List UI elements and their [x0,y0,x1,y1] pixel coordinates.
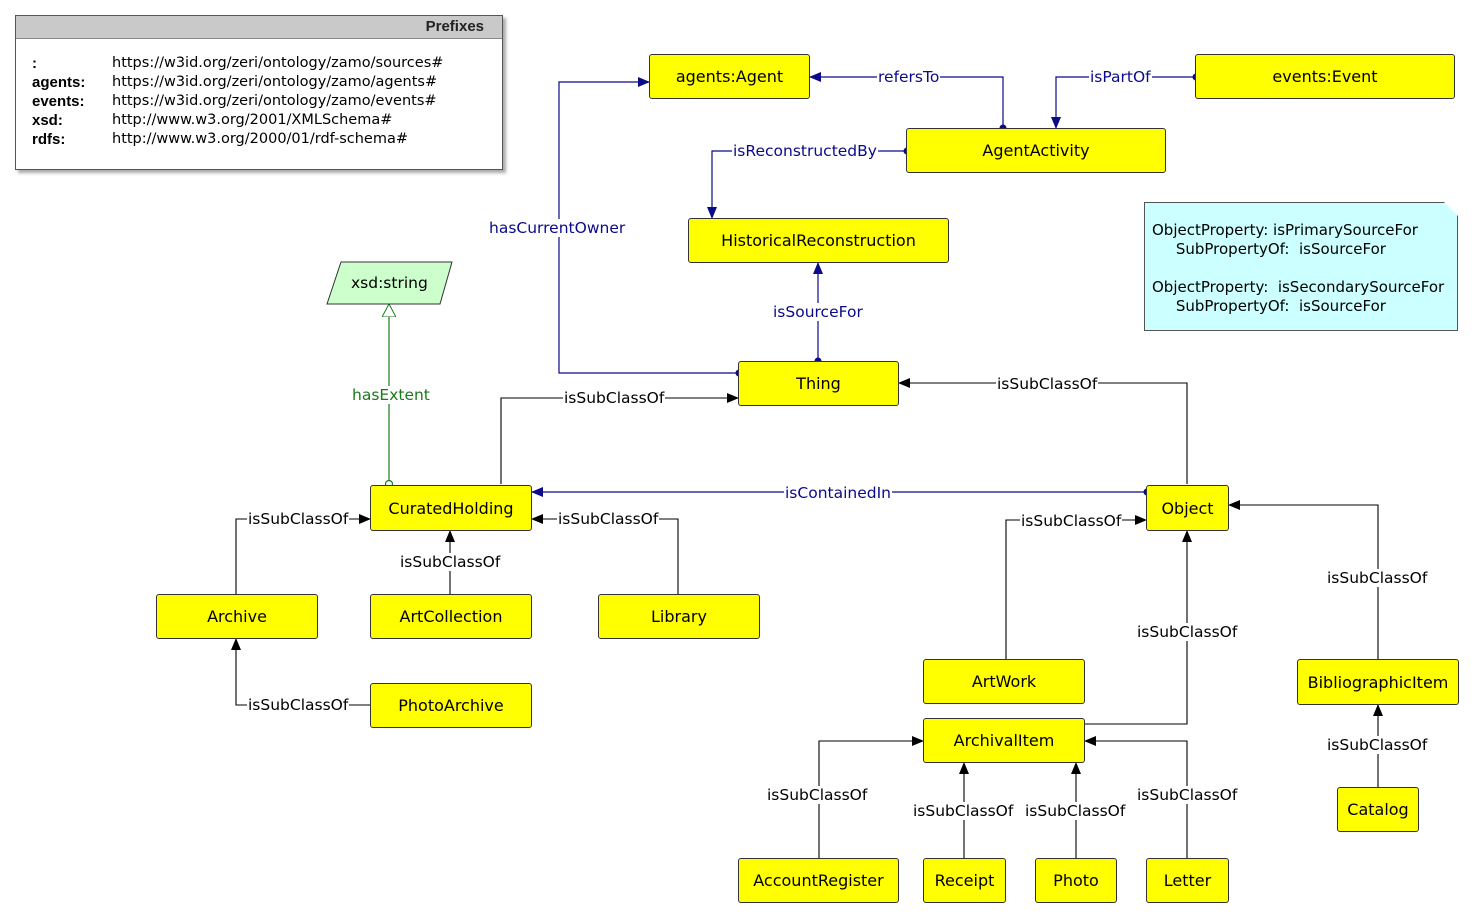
class-agent-activity[interactable]: AgentActivity [906,128,1166,173]
class-object[interactable]: Object [1146,485,1229,531]
xsd-string-shape [326,261,453,305]
edge-bibliographicitem-object [1228,500,1379,659]
label-subclass: isSubClassOf [557,510,660,528]
prefix-uri: http://www.w3.org/2000/01/rdf-schema# [112,131,409,147]
edge-artwork-object [1005,515,1147,659]
label-subclass: isSubClassOf [1020,512,1123,530]
class-historical-reconstruction[interactable]: HistoricalReconstruction [688,218,949,263]
prefix-key: events: [32,93,85,110]
edge-library-curatedholding [531,514,679,594]
edge-curatedholding-thing [500,393,739,484]
class-catalog[interactable]: Catalog [1337,787,1419,832]
class-event[interactable]: events:Event [1195,54,1455,99]
edge-is-reconstructed-by [707,150,907,219]
label-is-part-of: isPartOf [1089,68,1152,86]
datatype-xsd-string[interactable]: xsd:string [351,274,428,292]
note-line: ObjectProperty: isSecondarySourceFor [1152,278,1445,296]
prefix-uri: https://w3id.org/zeri/ontology/zamo/agen… [112,74,438,90]
prefix-uri: https://w3id.org/zeri/ontology/zamo/sour… [112,55,444,71]
prefix-key: agents: [32,74,86,91]
class-artwork[interactable]: ArtWork [923,659,1085,704]
prefix-key: xsd: [32,112,63,129]
label-subclass: isSubClassOf [563,389,666,407]
class-receipt[interactable]: Receipt [923,858,1006,903]
prefix-key: : [32,55,37,72]
label-subclass: isSubClassOf [1024,802,1127,820]
class-thing[interactable]: Thing [738,361,899,406]
prefix-key: rdfs: [32,131,66,148]
label-subclass: isSubClassOf [247,510,350,528]
prefixes-panel: Prefixes : https://w3id.org/zeri/ontolog… [15,15,503,170]
property-note: ObjectProperty: isPrimarySourceFor SubPr… [1144,202,1458,331]
prefix-uri: http://www.w3.org/2001/XMLSchema# [112,112,393,128]
note-line: ObjectProperty: isPrimarySourceFor [1152,221,1418,239]
label-subclass: isSubClassOf [912,802,1015,820]
note-line [1152,259,1457,278]
class-library[interactable]: Library [598,594,760,639]
note-line: SubPropertyOf: isSourceFor [1152,240,1386,258]
label-subclass: isSubClassOf [766,786,869,804]
class-archival-item[interactable]: ArchivalItem [923,718,1085,763]
class-curated-holding[interactable]: CuratedHolding [370,485,532,531]
class-photo-archive[interactable]: PhotoArchive [370,683,532,728]
class-agent[interactable]: agents:Agent [649,54,810,99]
edge-object-thing [898,378,1188,484]
label-subclass: isSubClassOf [247,696,350,714]
edge-archivalitem-object [1084,530,1192,725]
prefixes-title: Prefixes [16,16,502,39]
class-account-register[interactable]: AccountRegister [738,858,899,903]
class-photo[interactable]: Photo [1035,858,1117,903]
note-fold [1444,202,1458,216]
edge-accountregister-archivalitem [818,736,924,858]
class-letter[interactable]: Letter [1146,858,1229,903]
label-is-reconstructed-by: isReconstructedBy [732,142,878,160]
label-subclass: isSubClassOf [1326,736,1429,754]
label-subclass: isSubClassOf [996,375,1099,393]
label-has-current-owner: hasCurrentOwner [488,219,627,237]
label-subclass: isSubClassOf [1136,623,1239,641]
label-subclass: isSubClassOf [1136,786,1239,804]
edge-archive-curatedholding [235,514,371,594]
edge-letter-archivalitem [1084,736,1188,858]
class-bibliographic-item[interactable]: BibliographicItem [1297,659,1459,705]
label-is-contained-in: isContainedIn [784,484,892,502]
label-subclass: isSubClassOf [1326,569,1429,587]
edge-refers-to [809,72,1004,128]
label-subclass: isSubClassOf [399,553,502,571]
note-line: SubPropertyOf: isSourceFor [1152,297,1386,315]
class-art-collection[interactable]: ArtCollection [370,594,532,639]
label-has-extent: hasExtent [351,386,431,404]
label-is-source-for: isSourceFor [772,303,864,321]
class-archive[interactable]: Archive [156,594,318,639]
label-refers-to: refersTo [877,68,941,86]
prefix-uri: https://w3id.org/zeri/ontology/zamo/even… [112,93,437,109]
